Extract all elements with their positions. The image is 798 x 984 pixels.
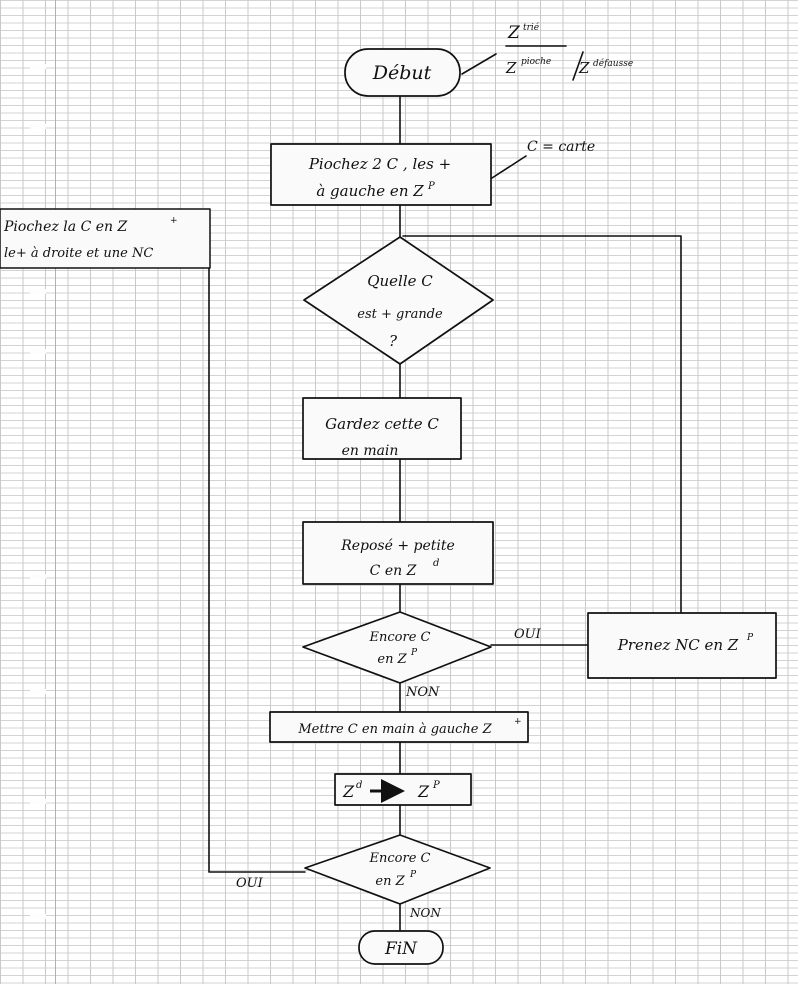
- draw-sup: P: [427, 181, 435, 192]
- which-line1: Quelle C: [367, 272, 433, 290]
- side-line2: le+ à droite et une NC: [4, 246, 153, 261]
- take-new-card-box: Prenez NC en Z P: [587, 612, 777, 679]
- draw-line1: Piochez 2 C , les +: [308, 155, 451, 173]
- move-pile-box: Z d Z P: [334, 773, 472, 806]
- place-label: Mettre C en main à gauche Z: [297, 722, 492, 737]
- punch-hole-mark: [30, 64, 46, 69]
- margin-line: [55, 0, 56, 984]
- more1-line1: Encore C: [369, 630, 431, 645]
- punch-hole-mark: [30, 289, 46, 294]
- connector-take-which: [402, 235, 682, 614]
- start-node: Début: [344, 48, 461, 97]
- more2-no-label: NON: [409, 906, 441, 920]
- connectors: [208, 45, 682, 932]
- punch-hole-mark: [30, 124, 46, 129]
- move-from: Z: [342, 782, 355, 801]
- fraction-slash: [572, 51, 584, 81]
- side-line1: Piochez la C en Z: [3, 219, 127, 235]
- put-line2: C en Z: [370, 563, 417, 579]
- more-cards-decision-2: Encore C en Z P OUI NON: [236, 834, 491, 920]
- start-label: Début: [372, 62, 432, 84]
- place-card-left-box: Mettre C en main à gauche Z +: [269, 711, 529, 743]
- notes: Z trié Z pioche Z défausse C = carte: [505, 22, 633, 155]
- note-leader: [491, 155, 527, 179]
- which-line2: est + grande: [357, 307, 443, 322]
- note-z: Z: [507, 23, 521, 43]
- keep-line1: Gardez cette C: [325, 415, 439, 433]
- more2-line1: Encore C: [369, 851, 431, 866]
- note-card-definition: C = carte: [527, 139, 595, 155]
- more2-sup: P: [409, 870, 417, 880]
- which-card-bigger-decision: Quelle C est + grande ?: [303, 236, 494, 365]
- move-to-sup: P: [432, 780, 440, 791]
- more2-line2: en Z: [375, 874, 405, 889]
- more1-sup: P: [410, 648, 418, 658]
- note-z: Z: [578, 59, 590, 77]
- more1-no-label: NON: [405, 685, 440, 700]
- more1-yes-label: OUI: [514, 627, 542, 642]
- put-back-smaller-box: Reposé + petite C en Z d: [302, 521, 494, 585]
- place-sup: +: [514, 717, 522, 727]
- more2-yes-label: OUI: [236, 876, 264, 891]
- draw-card-from-right-box: Piochez la C en Z + le+ à droite et une …: [0, 208, 211, 269]
- connector-more2-side: [208, 267, 306, 873]
- note-defausse: défausse: [593, 58, 633, 69]
- punch-hole-mark: [30, 349, 46, 354]
- draw-line2: à gauche en Z: [316, 182, 424, 200]
- take-label: Prenez NC en Z: [617, 636, 739, 654]
- punch-hole-mark: [30, 574, 46, 579]
- more-cards-decision-1: Encore C en Z P OUI NON: [302, 611, 542, 700]
- move-from-sup: d: [356, 780, 362, 791]
- side-sup: +: [170, 216, 178, 226]
- note-z: Z: [505, 59, 517, 77]
- more1-line2: en Z: [377, 652, 407, 667]
- punch-hole-mark: [30, 914, 46, 919]
- note-pioche: pioche: [521, 57, 551, 67]
- which-line3: ?: [389, 332, 398, 350]
- keep-line2: en main: [342, 443, 399, 459]
- put-sup: d: [433, 558, 439, 569]
- note-tri: trié: [523, 22, 540, 33]
- draw-two-cards-box: Piochez 2 C , les + à gauche en Z P: [270, 143, 492, 206]
- punch-hole-mark: [30, 689, 46, 694]
- move-to: Z: [417, 782, 430, 801]
- note-leader: [461, 53, 497, 75]
- end-node: FiN: [358, 930, 444, 965]
- take-sup: P: [746, 633, 754, 643]
- put-line1: Reposé + petite: [340, 538, 455, 554]
- end-label: FiN: [384, 939, 418, 959]
- keep-card-box: Gardez cette C en main: [302, 397, 462, 460]
- punch-hole-mark: [30, 799, 46, 804]
